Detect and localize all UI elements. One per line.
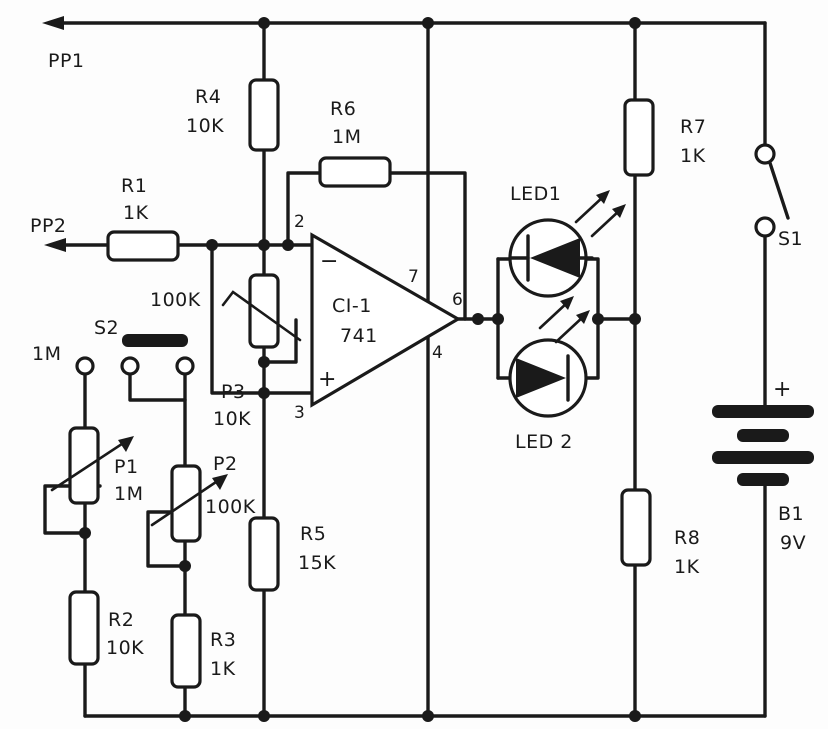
switch-s1	[754, 143, 790, 238]
resistor-r5	[248, 516, 280, 592]
label-r5: R5	[300, 523, 326, 545]
resistor-r4	[248, 78, 280, 152]
label-r8: R8	[674, 527, 700, 549]
label-led2: LED 2	[515, 431, 573, 453]
label-s2: S2	[94, 317, 119, 339]
label-p1-value: 1M	[114, 483, 143, 505]
label-pin3: 3	[294, 403, 305, 423]
label-ic-part: 741	[340, 325, 378, 347]
label-r2-value: 10K	[106, 637, 144, 659]
potentiometer-p3	[221, 273, 302, 349]
label-r8-value: 1K	[674, 556, 700, 578]
label-pp2: PP2	[30, 215, 67, 237]
led1-icon	[508, 190, 626, 298]
label-r2: R2	[108, 609, 134, 631]
label-p3: P3	[221, 381, 246, 403]
label-led1: LED1	[510, 183, 561, 205]
label-r6-value: 1M	[332, 126, 361, 148]
pp1-arrow	[42, 16, 64, 30]
label-p2-value: 100K	[205, 496, 256, 518]
label-pin2: 2	[294, 212, 305, 232]
label-r6: R6	[330, 98, 356, 120]
label-r5-value: 15K	[298, 552, 336, 574]
potentiometer-p2	[150, 464, 228, 543]
label-pin6: 6	[452, 290, 463, 310]
opamp-741	[310, 232, 462, 408]
label-pin4: 4	[432, 343, 443, 363]
label-r1: R1	[121, 175, 147, 197]
label-p2: P2	[213, 453, 238, 475]
potentiometer-p1	[50, 426, 134, 505]
label-p3-top-value: 100K	[150, 289, 201, 311]
switch-s2	[75, 334, 195, 376]
label-battery-plus: +	[773, 377, 791, 402]
battery-b1	[712, 405, 814, 486]
label-r3: R3	[210, 629, 236, 651]
label-r4: R4	[195, 86, 221, 108]
resistor-r7	[623, 98, 655, 177]
label-r7: R7	[680, 116, 706, 138]
label-r7-value: 1K	[680, 145, 706, 167]
junctions	[79, 17, 641, 722]
label-r1-value: 1K	[123, 202, 149, 224]
label-noninverting: +	[318, 367, 336, 392]
label-s1: S1	[778, 228, 803, 250]
label-b1-value: 9V	[780, 532, 806, 554]
label-inverting: −	[320, 249, 338, 274]
pp2-arrow	[44, 238, 66, 252]
label-1m-terminal: 1M	[32, 343, 61, 365]
resistor-r8	[620, 488, 652, 567]
label-p1: P1	[114, 456, 139, 478]
label-b1: B1	[778, 503, 804, 525]
led2-icon	[508, 296, 590, 418]
resistor-r6	[318, 156, 392, 188]
label-pp1: PP1	[48, 50, 85, 72]
resistor-r2	[68, 590, 100, 666]
resistor-r3	[170, 613, 202, 689]
wires	[42, 16, 767, 718]
labels: PP1 PP2 R4 10K R6 1M R1 1K R7 1K S1 LED1…	[30, 50, 806, 680]
label-ic: CI-1	[332, 295, 372, 317]
label-p3-value: 10K	[213, 408, 251, 430]
label-r4-value: 10K	[186, 115, 224, 137]
resistor-r1	[106, 230, 180, 262]
label-r3-value: 1K	[210, 658, 236, 680]
label-pin7: 7	[408, 267, 419, 287]
terminal-1m	[75, 356, 95, 376]
